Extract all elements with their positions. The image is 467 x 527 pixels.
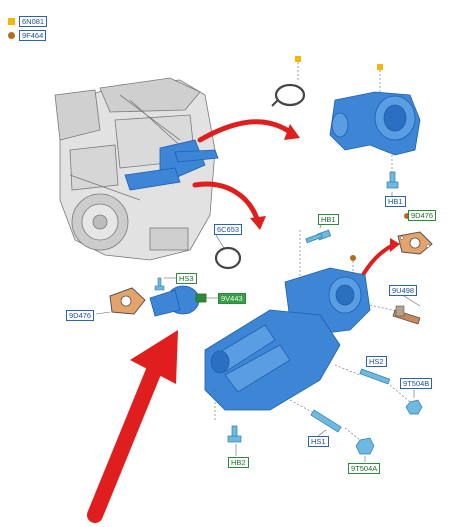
egr-cooler-assembly bbox=[204, 267, 371, 411]
stud-hs2 bbox=[359, 368, 391, 385]
screw-hs3 bbox=[154, 277, 165, 291]
part-tag-9v443: 9V443 bbox=[218, 293, 246, 304]
top-gasket-ring bbox=[271, 83, 306, 107]
part-tag-9t504b: 9T504B bbox=[400, 378, 433, 389]
gasket-right bbox=[397, 231, 433, 255]
bolt-hb2 bbox=[227, 425, 242, 443]
arrow-to-top-valve-head bbox=[284, 124, 300, 140]
part-tag-hb1-bottom: HB1 bbox=[318, 214, 339, 225]
part-tag-hs3: HS3 bbox=[176, 273, 197, 284]
part-tag-hs1: HS1 bbox=[308, 436, 329, 447]
square-marker-icon bbox=[8, 18, 15, 25]
arrow-to-gasket-head bbox=[390, 238, 400, 252]
big-red-arrow bbox=[87, 330, 178, 523]
marker-dot-2 bbox=[350, 255, 356, 261]
nut-9t504b bbox=[405, 399, 423, 415]
gasket-ring-6c653 bbox=[214, 246, 242, 270]
arrow-to-cooler bbox=[192, 181, 261, 225]
legend-item-2: 9F464 bbox=[8, 30, 47, 41]
bolt-hb1-top bbox=[386, 171, 399, 189]
gasket-left bbox=[109, 287, 146, 315]
arrow-to-cooler-head bbox=[250, 216, 266, 230]
part-tag-9d476-right: 9D476 bbox=[408, 210, 437, 221]
marker-square-2 bbox=[377, 64, 383, 70]
egr-valve-top bbox=[329, 91, 421, 156]
part-tag-9u498: 9U498 bbox=[389, 285, 418, 296]
part-tag-hb2: HB2 bbox=[228, 457, 249, 468]
part-tag-hb1-top: HB1 bbox=[385, 196, 406, 207]
arrow-to-top-valve bbox=[197, 119, 293, 143]
dot-marker-icon bbox=[8, 32, 15, 39]
part-tag-6c653: 6C653 bbox=[214, 224, 243, 235]
part-tag-9d476-left: 9D476 bbox=[66, 310, 95, 321]
engine-highlight-parts bbox=[124, 139, 219, 191]
legend-code-2: 9F464 bbox=[19, 30, 47, 41]
stud-hs1 bbox=[310, 409, 342, 433]
bolt-hb1-cooler bbox=[305, 229, 332, 244]
legend-code-1: 6N081 bbox=[19, 16, 48, 27]
legend-item-1: 6N081 bbox=[8, 16, 48, 27]
actuator-9v443 bbox=[149, 285, 207, 317]
sensor-9u498 bbox=[392, 305, 421, 325]
marker-square-1 bbox=[295, 56, 301, 62]
nut-9t504a bbox=[355, 437, 375, 455]
part-tag-9t504a: 9T504A bbox=[348, 463, 381, 474]
part-tag-hs2: HS2 bbox=[366, 356, 387, 367]
